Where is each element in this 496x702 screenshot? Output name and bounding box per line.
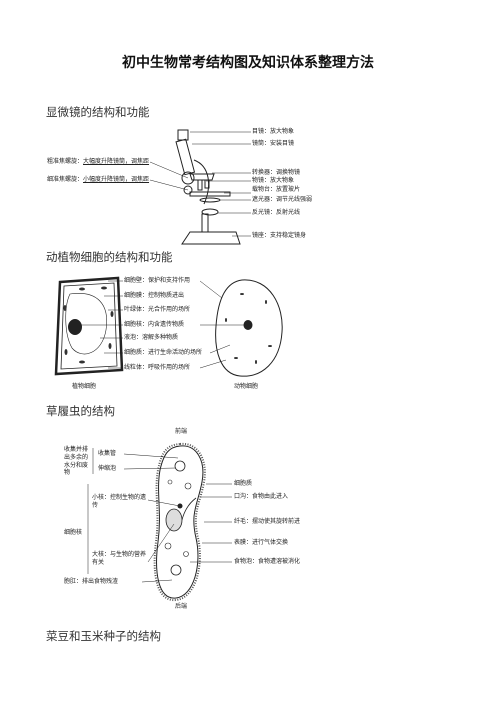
leader-a-mitochondria xyxy=(199,359,227,369)
fine-knob-shape xyxy=(183,185,193,195)
coarse-knob-label: 粗准焦螺旋：大幅度升降镜筒，调焦距 xyxy=(47,158,150,165)
mirror-label: 反光镜：反射光线 xyxy=(252,209,301,216)
mitochondria-label: 线粒体：呼吸作用的场所 xyxy=(124,364,191,371)
objective-label: 物镜：放大物象 xyxy=(252,177,295,184)
base-label: 镜座：支持稳定镜身 xyxy=(252,232,307,239)
animal-organelle-shape-3 xyxy=(225,318,227,322)
objective-shape-2 xyxy=(204,179,210,189)
fine-knob-label: 细准焦螺旋：小幅度升降镜筒，调焦距 xyxy=(47,176,150,183)
cilia-shape xyxy=(153,442,206,602)
oral-groove-shape xyxy=(181,497,197,521)
pellicle-label: 表膜：进行气体交换 xyxy=(234,539,289,546)
micronucleus-label: 小核：控制生物的遗传 xyxy=(92,494,147,509)
collecting-tube-label: 收集管 xyxy=(98,450,117,457)
plant-cell-wall-shape xyxy=(54,276,124,376)
cytoplasm-label: 细胞质：进行生命活动的场所 xyxy=(124,349,203,356)
animal-organelle-shape-2 xyxy=(265,300,267,304)
macronucleus-label: 大核：与生物的营养有关 xyxy=(92,551,147,566)
section-heading-cells: 动植物细胞的结构和功能 xyxy=(46,250,173,264)
animal-organelle-shape-1 xyxy=(240,293,244,295)
arm-shape xyxy=(193,159,210,205)
animal-cell-diagram xyxy=(215,279,283,377)
leader-contractile-vacuole xyxy=(123,467,177,470)
anal-pore-label: 胞肛：排出食物残渣 xyxy=(64,578,119,585)
diaphragm-label: 遮光器：调节光线强弱 xyxy=(252,196,313,203)
contractile-vacuole-label: 伸缩泡 xyxy=(98,465,117,472)
leader-a-membrane xyxy=(199,280,223,299)
cilia-label: 纤毛：摆动使其旋转前进 xyxy=(234,518,301,525)
oral-groove-label: 口沟：食物由此进入 xyxy=(234,493,289,500)
excretion-group-label: 收集并排出多余的水分和废物 xyxy=(64,446,89,477)
plant-cell-diagram xyxy=(54,276,124,376)
chloroplast-shape-1 xyxy=(79,287,85,291)
plant-cell-membrane-shape xyxy=(60,282,118,370)
eyepiece-label: 目镜：放大物象 xyxy=(252,128,295,135)
p-cytoplasm-label: 细胞质 xyxy=(234,480,253,487)
nucleus-label: 细胞核：内含遗传物质 xyxy=(124,321,185,328)
mirror-shape xyxy=(201,208,219,216)
plant-nucleus-shape xyxy=(68,319,82,335)
cell-membrane-label: 细胞膜：控制物质进出 xyxy=(124,292,185,299)
chloroplast-shape-3 xyxy=(110,311,114,317)
paramecium-diagram xyxy=(153,442,206,602)
animal-organelle-shape-5 xyxy=(234,357,238,359)
animal-nucleus-shape xyxy=(243,320,253,330)
section-heading-paramecium: 草履虫的结构 xyxy=(46,404,115,418)
leader-macronucleus xyxy=(147,523,175,563)
macronucleus-shape xyxy=(165,508,183,532)
leader-micronucleus xyxy=(147,499,181,507)
leader-collecting-tube xyxy=(123,453,179,459)
section-heading-seeds: 菜豆和玉米种子的结构 xyxy=(46,629,161,643)
chloroplast-shape-2 xyxy=(101,286,107,290)
vacuole-label: 液泡：溶解多种物质 xyxy=(124,334,179,341)
animal-organelle-shape-6 xyxy=(255,360,257,364)
cell-wall-label: 细胞壁：保护和支持作用 xyxy=(124,277,191,284)
contractile-vacuole-bottom-shape xyxy=(170,564,182,576)
animal-organelle-shape-4 xyxy=(268,345,272,347)
leader-fine xyxy=(149,179,189,191)
plant-vacuole-shape xyxy=(65,293,108,355)
paramecium-body-shape xyxy=(156,445,204,599)
section-heading-microscope: 显微镜的结构和功能 xyxy=(46,105,150,119)
stage-shape xyxy=(189,191,231,197)
food-vacuole-shape-4 xyxy=(167,479,173,485)
nosepiece-label: 转换器：调换物镜 xyxy=(252,169,301,176)
front-end-label: 前端 xyxy=(175,428,188,435)
rear-end-label: 后端 xyxy=(175,603,188,610)
animal-cell-caption: 动物细胞 xyxy=(234,383,259,390)
tube-label: 镜筒：安装目镜 xyxy=(252,140,295,147)
animal-cell-membrane-shape xyxy=(215,279,283,377)
chloroplast-label: 叶绿体：光合作用的场所 xyxy=(124,306,191,313)
stage-label: 载物台：放置玻片 xyxy=(252,186,301,193)
food-vacuole-shape-2 xyxy=(164,542,172,550)
nucleus-group-label: 细胞核 xyxy=(64,529,83,536)
food-vacuole-shape-1 xyxy=(184,482,192,490)
tube-shape xyxy=(175,138,196,176)
page-title: 初中生物常考结构图及知识体系整理方法 xyxy=(122,55,374,71)
food-vacuole-shape-3 xyxy=(183,551,189,557)
leader-anal-pore xyxy=(141,579,173,583)
chloroplast-shape-5 xyxy=(79,360,85,364)
coarse-knob-shape xyxy=(181,171,195,185)
contractile-vacuole-top-shape xyxy=(174,460,186,472)
nosepiece-shape xyxy=(189,173,215,181)
leader-coarse xyxy=(149,161,189,179)
plant-cell-caption: 植物细胞 xyxy=(72,383,97,390)
base-shape xyxy=(181,231,241,245)
microscope-diagram xyxy=(175,129,241,245)
leader-a-cytoplasm xyxy=(209,344,231,354)
chloroplast-shape-7 xyxy=(64,349,68,355)
food-vacuole-label: 食物泡：食物遭溶被消化 xyxy=(234,558,301,565)
chloroplast-shape-4 xyxy=(108,343,112,349)
objective-shape-1 xyxy=(197,179,203,191)
chloroplast-shape-6 xyxy=(63,305,67,311)
